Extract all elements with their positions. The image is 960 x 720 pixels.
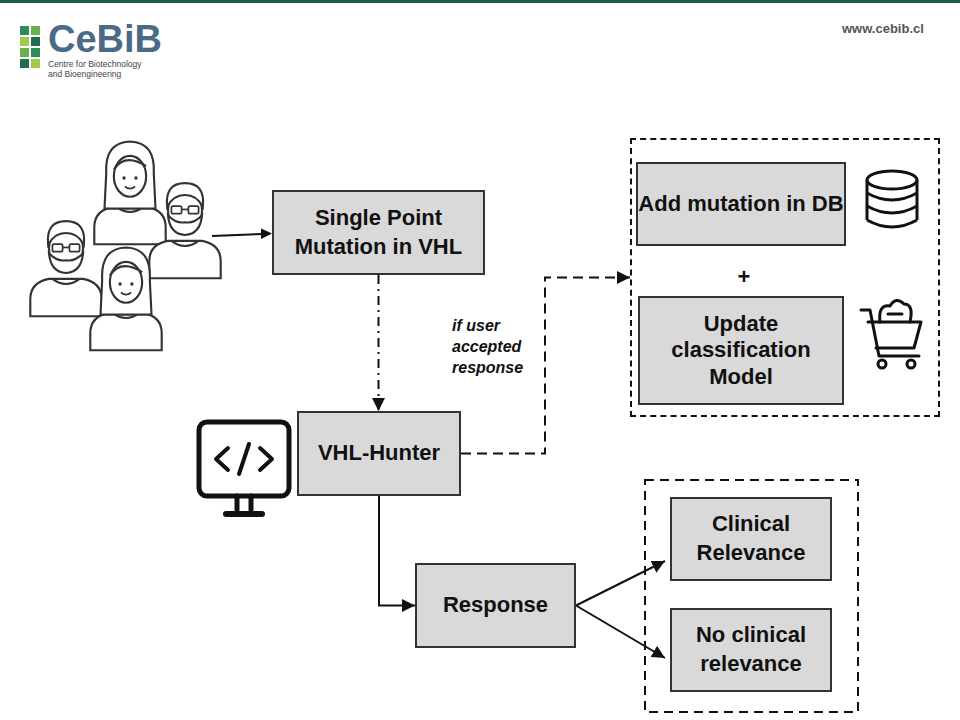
edge-label: if user accepted response bbox=[452, 316, 536, 378]
dashed-group bbox=[645, 480, 858, 712]
process-box: Single Point Mutation in VHL bbox=[272, 190, 485, 275]
process-box: No clinical relevance bbox=[670, 608, 832, 692]
box-label: Add mutation in DB bbox=[638, 191, 843, 217]
dashed-group: + Add mutation in DB Update classification… bbox=[630, 138, 940, 417]
input-arrow bbox=[212, 229, 272, 240]
process-box: VHL-Hunter bbox=[297, 411, 461, 496]
top-bar bbox=[0, 0, 960, 3]
website-url: www.cebib.cl bbox=[842, 21, 924, 36]
box-label: VHL-Hunter bbox=[318, 439, 440, 468]
logo-mark bbox=[20, 26, 40, 68]
database-icon bbox=[867, 171, 917, 227]
connector-arrow bbox=[576, 561, 665, 606]
logo-subtitle: Centre for Biotechnology and Bioengineer… bbox=[48, 60, 158, 80]
box-label: Clinical Relevance bbox=[682, 510, 820, 567]
plus-sign: + bbox=[732, 264, 756, 290]
process-box: Update classification Model bbox=[638, 296, 844, 405]
process-box: Add mutation in DB bbox=[636, 162, 846, 246]
box-label: No clinical relevance bbox=[682, 621, 820, 678]
logo-name: CeBiB bbox=[48, 20, 162, 58]
box-label: Single Point Mutation in VHL bbox=[284, 204, 473, 261]
people-illustration bbox=[30, 141, 220, 350]
process-box: Response bbox=[415, 563, 576, 648]
process-box: Clinical Relevance bbox=[670, 497, 832, 581]
box-label: Response bbox=[443, 591, 548, 620]
cart-icon bbox=[861, 300, 921, 368]
connector-arrow bbox=[378, 275, 380, 411]
connector-arrow bbox=[379, 496, 415, 606]
computer-icon bbox=[199, 422, 289, 514]
connector-arrow bbox=[576, 606, 665, 659]
box-label: Update classification Model bbox=[640, 311, 842, 390]
